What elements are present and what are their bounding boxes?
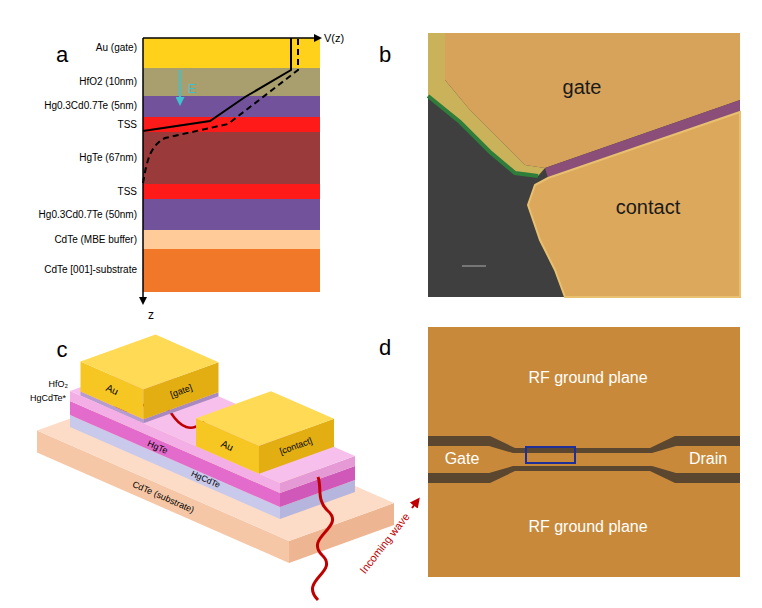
region-label: RF ground plane <box>528 518 647 536</box>
potential-solid <box>143 38 291 131</box>
potential-curves <box>143 38 298 183</box>
region-label: contact <box>616 196 680 219</box>
panel-letter: b <box>379 42 391 67</box>
sem-image <box>428 33 740 297</box>
layer-label: TSS <box>118 119 137 131</box>
layer-label: HgTe (67nm) <box>79 152 137 164</box>
v-axis <box>143 37 320 39</box>
layer-label: HgCdTe* <box>30 393 66 403</box>
micrograph <box>428 327 740 577</box>
layer-label: CdTe [001]-substrate <box>44 264 137 276</box>
incoming-wave <box>312 477 332 600</box>
device-3d <box>37 335 418 600</box>
layer-label: Hg0.3Cd0.7Te (5nm) <box>44 100 137 112</box>
wave-arrow <box>412 500 418 508</box>
buffer-layer <box>143 230 320 249</box>
substrate-layer <box>143 249 320 292</box>
axis-label: V(z) <box>324 32 344 45</box>
layer-label: Hg0.3Cd0.7Te (50nm) <box>39 209 137 221</box>
port-label: Drain <box>689 450 727 468</box>
panel-letter: a <box>56 42 68 67</box>
hgte-layer <box>143 132 320 184</box>
contact-top <box>196 391 334 446</box>
tss-layer <box>143 184 320 199</box>
field-label: E <box>188 83 196 97</box>
hgcdte-layer <box>143 199 320 230</box>
scale-bar <box>462 265 486 267</box>
potential-dashed <box>143 38 298 183</box>
ground-plane <box>428 327 740 577</box>
layer-label: CdTe (MBE buffer) <box>54 234 137 246</box>
gold-layer <box>143 38 320 68</box>
layer-label: TSS <box>118 186 137 198</box>
gap-bottom <box>428 466 740 483</box>
axes <box>143 38 320 303</box>
device-marker <box>526 447 575 463</box>
tss-layer <box>143 117 320 132</box>
contact-pad <box>528 112 740 297</box>
z-axis <box>142 38 144 303</box>
axis-label: z <box>148 309 154 323</box>
field-arrow <box>179 70 181 104</box>
region-label: RF ground plane <box>528 369 647 387</box>
layer-label: HfO2 (10nm) <box>79 76 137 88</box>
hfo2-layer <box>143 68 320 96</box>
sem-background <box>428 33 740 297</box>
panel-letter: d <box>379 335 391 360</box>
region-label: gate <box>563 76 602 99</box>
port-label: Gate <box>445 450 480 468</box>
layer-label: Au (gate) <box>96 42 137 54</box>
gate-top <box>81 335 219 390</box>
panel-letter: c <box>57 337 68 362</box>
layer-label: HfO₂ <box>49 379 69 389</box>
layer-stack <box>143 38 320 292</box>
